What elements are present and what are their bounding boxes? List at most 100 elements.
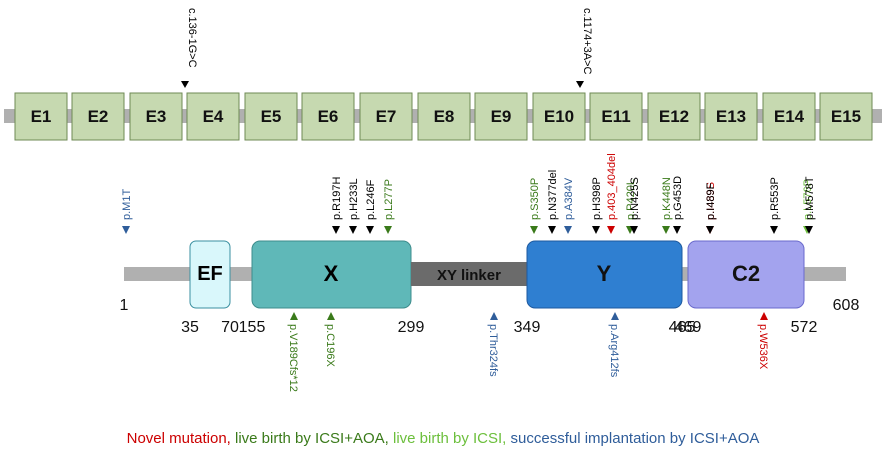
top-mutation-arrow <box>662 226 670 234</box>
exon-e2: E2 <box>71 92 125 141</box>
top-mutation-label: p.G453D <box>672 176 684 220</box>
top-mutation-label: p.I489F <box>705 182 717 220</box>
top-mutation-arrow <box>592 226 600 234</box>
y-domain-label: Y <box>597 261 612 286</box>
x-domain: X <box>251 240 412 309</box>
legend-novel: Novel mutation, <box>126 430 231 447</box>
top-mutation: p.G453D <box>672 176 684 234</box>
top-mutation: p.R197H <box>331 177 343 234</box>
bottom-mutation-label: p.Arg412fs <box>608 324 620 378</box>
c2-domain: C2 <box>687 240 805 309</box>
splice-mutation: c.1174+3A>C <box>576 8 593 88</box>
top-mutation-arrow <box>349 226 357 234</box>
splice-mutation: c.136-1G>C <box>181 8 198 88</box>
top-mutation-arrow <box>366 226 374 234</box>
position-label: 572 <box>791 319 818 336</box>
splice-arrow <box>576 81 584 88</box>
top-mutation-arrow <box>770 226 778 234</box>
exon-label: E2 <box>88 107 109 126</box>
top-mutation-label: p.S350P <box>529 178 541 220</box>
bottom-mutations: p.V189Cfs*12 p.C196X p.Thr324fs p.Arg412fs p… <box>287 312 769 392</box>
exon-e9: E9 <box>474 92 528 141</box>
exon-label: E14 <box>774 107 805 126</box>
top-mutation-label: p.M1T <box>121 189 133 220</box>
top-mutation-label: p.L576P <box>802 179 814 220</box>
legend-implantation: successful implantation by ICSI+AOA <box>506 430 760 447</box>
bottom-mutation-arrow <box>760 312 768 320</box>
bottom-mutation-label: p.W536X <box>757 324 769 370</box>
top-mutation-label: p.R197H <box>331 177 343 220</box>
splice-mutations: c.136-1G>C c.1174+3A>C <box>181 8 593 88</box>
top-mutation-label: p.R553P <box>769 177 781 220</box>
top-mutations: p.M1T p.R197H p.H233L p.L246F p.L277P p.S350P… <box>121 153 816 234</box>
exon-e1: E1 <box>14 92 68 141</box>
legend-live-icsi: live birth by ICSI, <box>388 430 507 447</box>
top-mutation-label: p.L277P <box>383 179 395 220</box>
exon-e5: E5 <box>244 92 298 141</box>
top-mutation: p.R553P <box>769 177 781 234</box>
exon-e11: E11 <box>589 92 643 141</box>
top-mutation: p.M1T <box>121 189 133 234</box>
top-mutation-arrow <box>706 226 714 234</box>
top-mutation-arrow <box>530 226 538 234</box>
top-mutation: p.K448N <box>661 177 673 234</box>
top-mutation-label: p.P420L <box>625 179 637 220</box>
top-mutation-label: p.I489S <box>705 182 717 220</box>
bottom-mutation: p.V189Cfs*12 <box>287 312 299 392</box>
top-mutation: p.L246F <box>365 179 377 234</box>
exon-label: E15 <box>831 107 861 126</box>
ef-domain: EF <box>189 240 231 309</box>
top-mutation: p.S350P <box>529 178 541 234</box>
top-mutation: p.I489F <box>705 182 717 234</box>
top-mutation: p.403_404del <box>606 153 618 234</box>
exon-label: E6 <box>318 107 339 126</box>
position-label: 299 <box>398 319 425 336</box>
top-mutation-label: p.K448N <box>661 177 673 220</box>
bottom-mutation-label: p.C196X <box>324 324 336 367</box>
top-mutation-label: p.H233L <box>348 178 360 220</box>
bottom-mutation-arrow <box>611 312 619 320</box>
ef-domain-label: EF <box>197 263 223 285</box>
splice-mutation-label: c.1174+3A>C <box>581 8 593 75</box>
exon-label: E7 <box>376 107 397 126</box>
top-mutation-arrow <box>805 226 813 234</box>
top-mutation-label: p.M578T <box>804 176 816 220</box>
exon-label: E8 <box>434 107 455 126</box>
bottom-mutation-label: p.V189Cfs*12 <box>287 324 299 392</box>
top-mutation: p.H398P <box>591 177 603 234</box>
position-label: 35 <box>181 319 199 336</box>
position-label: 349 <box>514 319 541 336</box>
exon-label: E12 <box>659 107 689 126</box>
exon-e14: E14 <box>762 92 816 141</box>
top-mutation-arrow <box>607 226 615 234</box>
legend-caption: Novel mutation, live birth by ICSI+AOA, … <box>0 430 886 447</box>
top-mutation-label: p.N377del <box>547 170 559 220</box>
exon-e7: E7 <box>359 92 413 141</box>
top-mutation-arrow <box>384 226 392 234</box>
exon-label: E10 <box>544 107 574 126</box>
splice-mutation-label: c.136-1G>C <box>186 8 198 68</box>
xy-linker: XY linker <box>411 262 527 286</box>
top-mutation-label: p.H398P <box>591 177 603 220</box>
bottom-mutation: p.W536X <box>757 312 769 370</box>
xy-linker-label: XY linker <box>437 267 501 284</box>
exon-label: E11 <box>601 107 630 126</box>
position-label: 608 <box>833 297 860 314</box>
exon-e10: E10 <box>532 92 586 141</box>
bottom-mutation: p.Arg412fs <box>608 312 620 378</box>
x-domain-label: X <box>324 261 339 286</box>
position-label: 465 <box>669 319 696 336</box>
top-mutation: p.N377del <box>547 170 559 234</box>
bottom-mutation-label: p.Thr324fs <box>487 324 499 377</box>
top-mutation-arrow <box>332 226 340 234</box>
exon-label: E13 <box>716 107 746 126</box>
position-label: 70 <box>221 319 239 336</box>
bottom-mutation-arrow <box>327 312 335 320</box>
top-mutation: p.M578T <box>804 176 816 234</box>
top-mutation-arrow <box>673 226 681 234</box>
top-mutation-arrow <box>122 226 130 234</box>
exon-e13: E13 <box>704 92 758 141</box>
legend-live-icsi-aoa: live birth by ICSI+AOA, <box>230 430 389 447</box>
